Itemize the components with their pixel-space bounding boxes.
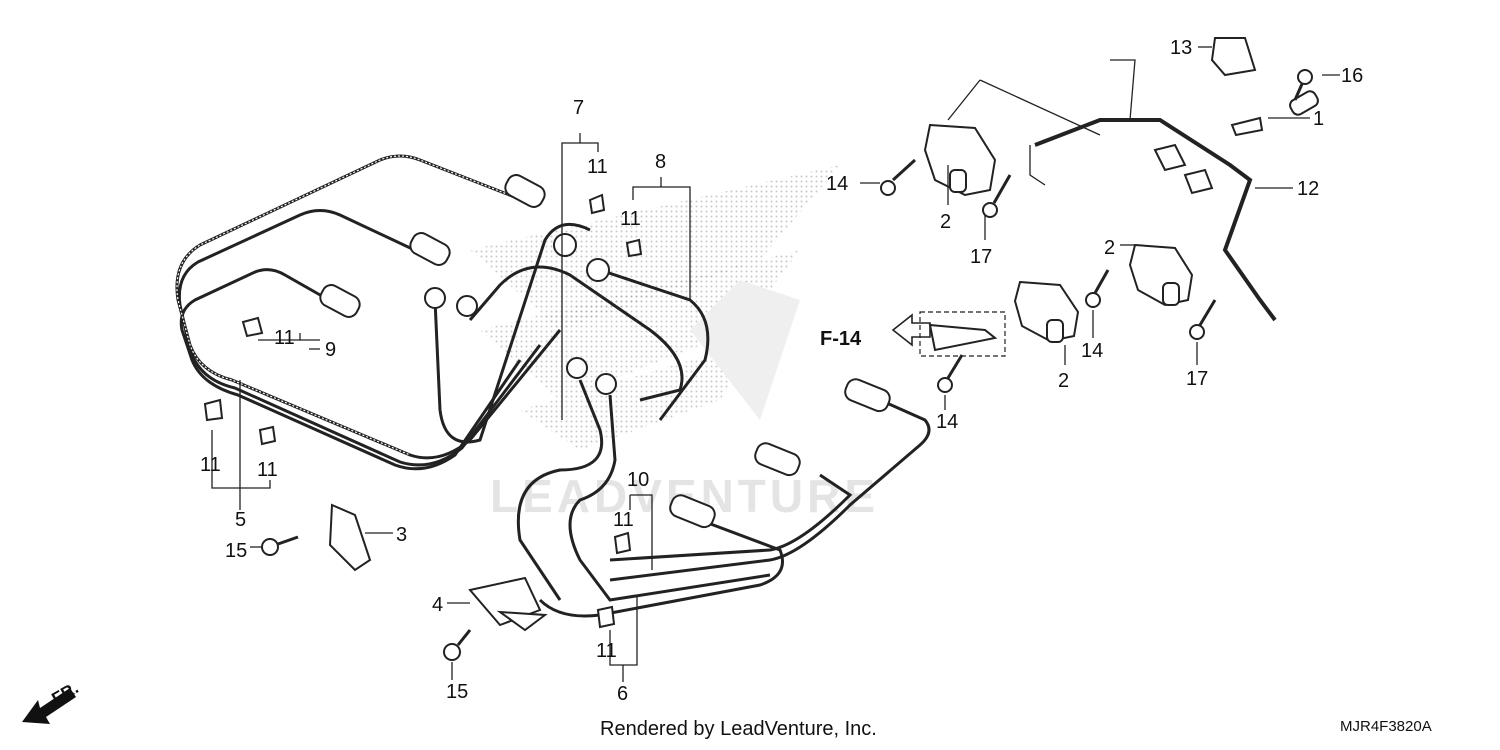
small-brackets: [328, 37, 1319, 632]
callout-16: 16: [1341, 65, 1363, 87]
callout-15b: 15: [446, 681, 468, 703]
callout-8: 8: [655, 151, 666, 173]
diagram-code: MJR4F3820A: [1340, 718, 1432, 735]
ignition-coil-upper: [923, 123, 997, 197]
callout-14b: 14: [1081, 340, 1103, 362]
brand-watermark: LEADVENTURE: [470, 165, 875, 522]
callout-14a: 14: [826, 173, 848, 195]
callout-7: 7: [573, 97, 584, 119]
callout-17b: 17: [1186, 368, 1208, 390]
callout-6: 6: [617, 683, 628, 705]
callout-4: 4: [432, 594, 443, 616]
wire-harness-middle: [424, 222, 771, 602]
reference-f14: F-14: [820, 311, 1006, 357]
callout-11a: 11: [587, 156, 608, 178]
wire-harness-left: [175, 154, 562, 471]
callout-11g: 11: [596, 640, 617, 662]
render-credit: Rendered by LeadVenture, Inc.: [600, 718, 877, 740]
callout-2a: 2: [940, 211, 951, 233]
wire-clips: [203, 193, 643, 629]
ignition-coil-right: [1128, 243, 1194, 307]
coil-bracket: [1029, 59, 1277, 322]
callout-10: 10: [627, 469, 649, 491]
callout-2b: 2: [1104, 237, 1115, 259]
callout-13: 13: [1170, 37, 1192, 59]
callout-11d: 11: [200, 454, 221, 476]
callout-3: 3: [396, 524, 407, 546]
leader-lines: [211, 46, 1340, 682]
ignition-coil-lower: [1013, 280, 1080, 343]
callout-11e: 11: [257, 459, 278, 481]
bolts: [261, 69, 1313, 661]
wire-harness-right: [538, 378, 931, 618]
callout-labels: 1 2 2 2 3 4 5 6 7 8 9 10 11 11 11 11 11 …: [200, 37, 1363, 705]
reference-label: F-14: [820, 328, 862, 350]
callout-11b: 11: [620, 208, 641, 230]
callout-2c: 2: [1058, 370, 1069, 392]
callout-12: 12: [1297, 178, 1319, 200]
callout-17a: 17: [970, 246, 992, 268]
callout-11c: 11: [274, 327, 295, 349]
callout-5: 5: [235, 509, 246, 531]
front-direction-arrow-icon: FR.: [22, 678, 82, 724]
callout-15a: 15: [225, 540, 247, 562]
callout-1: 1: [1313, 108, 1324, 130]
callout-14c: 14: [936, 411, 958, 433]
callout-11f: 11: [613, 509, 634, 531]
callout-9: 9: [325, 339, 336, 361]
